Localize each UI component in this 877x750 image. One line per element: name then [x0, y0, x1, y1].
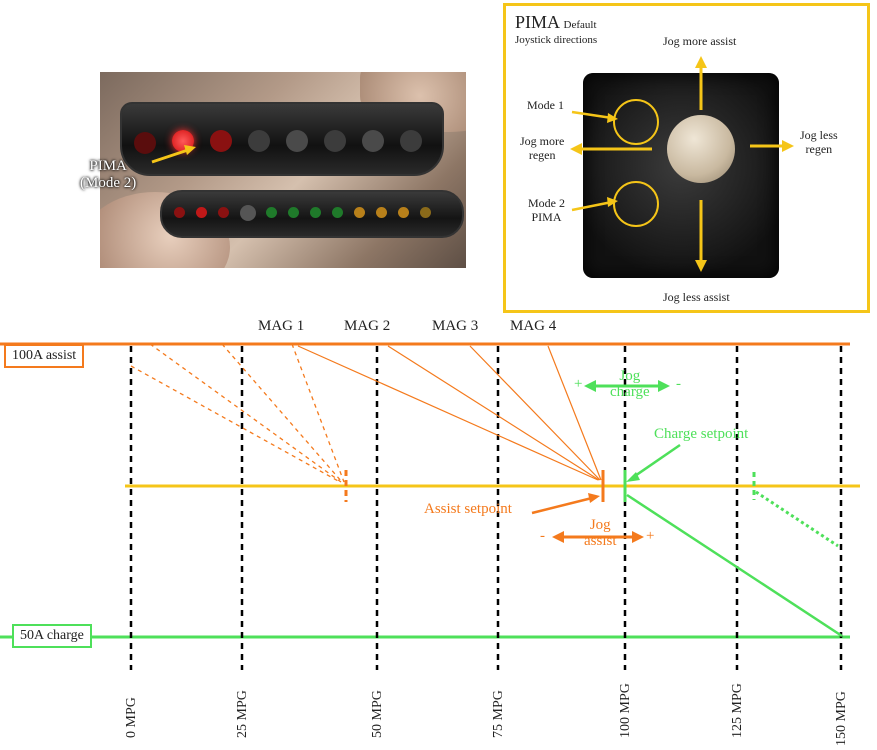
led — [400, 130, 422, 152]
led — [310, 207, 321, 218]
led-strip-top — [120, 102, 444, 176]
led — [196, 207, 207, 218]
led — [210, 130, 232, 152]
led — [134, 132, 156, 154]
led — [324, 130, 346, 152]
label-jog-less-assist: Jog less assist — [663, 290, 730, 304]
led — [286, 130, 308, 152]
assist-ramp-dashed — [130, 365, 341, 483]
charge-ramp — [626, 493, 843, 638]
assist-ramp-dashed — [221, 343, 343, 483]
mag3-ramp — [469, 345, 601, 481]
joystick-panel-title: PIMA Default — [515, 12, 597, 33]
charge-setpoint-label: Charge setpoint — [654, 426, 749, 442]
jog-charge-plus: + — [574, 376, 583, 392]
joystick-arrows — [570, 56, 794, 272]
led — [362, 130, 384, 152]
mpg-tick-label: 50 MPG — [370, 690, 385, 738]
mag2-ramp — [387, 345, 600, 481]
led — [174, 207, 185, 218]
annotation-line1: PIMA — [89, 158, 127, 174]
jog-assist-minus: - — [540, 528, 545, 544]
charge-ramp-alt — [755, 490, 839, 548]
assist-level-label: 100A assist — [4, 344, 85, 368]
mode1-pointer — [571, 110, 613, 120]
joystick-panel-subtitle: Joystick directions — [515, 34, 598, 46]
mag4-ramp — [547, 345, 602, 481]
mag-label: MAG 4 — [510, 318, 557, 334]
mpg-tick-label: 25 MPG — [235, 690, 250, 738]
led — [398, 207, 409, 218]
mag-label: MAG 3 — [432, 318, 479, 334]
annotation-line2: (Mode 2) — [80, 175, 137, 191]
mpg-tick-label: 100 MPG — [618, 683, 633, 738]
assist-regen-diagram: 100A assist 50A charge MAG 1 MAG 2 MAG 3… — [0, 310, 877, 750]
assist-setpoint-label: Assist setpoint — [424, 501, 512, 517]
mpg-tick-label: 125 MPG — [730, 683, 745, 738]
jog-charge-minus: - — [676, 376, 681, 392]
title-text: PIMA — [515, 12, 560, 32]
led-photo-arrow — [151, 145, 196, 164]
led — [288, 207, 299, 218]
label-jog-more-assist: Jog more assist — [663, 34, 737, 48]
mpg-tick-label: 75 MPG — [491, 690, 506, 738]
mag-label: MAG 2 — [344, 318, 391, 334]
assist-ramp-dashed — [291, 343, 345, 483]
mode1-zone-marker — [613, 99, 659, 145]
charge-setpoint-pointer — [631, 443, 681, 480]
label-mode1: Mode 1 — [527, 98, 564, 112]
mpg-tick-label: 150 MPG — [834, 691, 849, 746]
led — [240, 205, 256, 221]
led-strip-bottom — [160, 190, 464, 238]
assist-ramp-dashed — [149, 343, 342, 483]
led — [218, 207, 229, 218]
assist-setpoint-pointer — [531, 496, 593, 515]
led — [266, 207, 277, 218]
title-suffix: Default — [563, 19, 597, 31]
joystick-knob — [667, 115, 735, 183]
mode2-zone-marker — [613, 181, 659, 227]
led — [420, 207, 431, 218]
led — [248, 130, 270, 152]
jog-assist-plus: + — [646, 528, 655, 544]
led — [376, 207, 387, 218]
mag-label: MAG 1 — [258, 318, 305, 334]
pima-mode2-annotation: PIMA (Mode 2) — [80, 158, 136, 192]
mag1-ramp — [297, 345, 599, 481]
led — [354, 207, 365, 218]
charge-level-label: 50A charge — [12, 624, 92, 648]
diagram-lines — [0, 342, 860, 670]
led — [332, 207, 343, 218]
led-bargraph-photo — [100, 72, 466, 268]
mpg-tick-label: 0 MPG — [124, 697, 139, 738]
mode2-pointer — [571, 200, 613, 212]
